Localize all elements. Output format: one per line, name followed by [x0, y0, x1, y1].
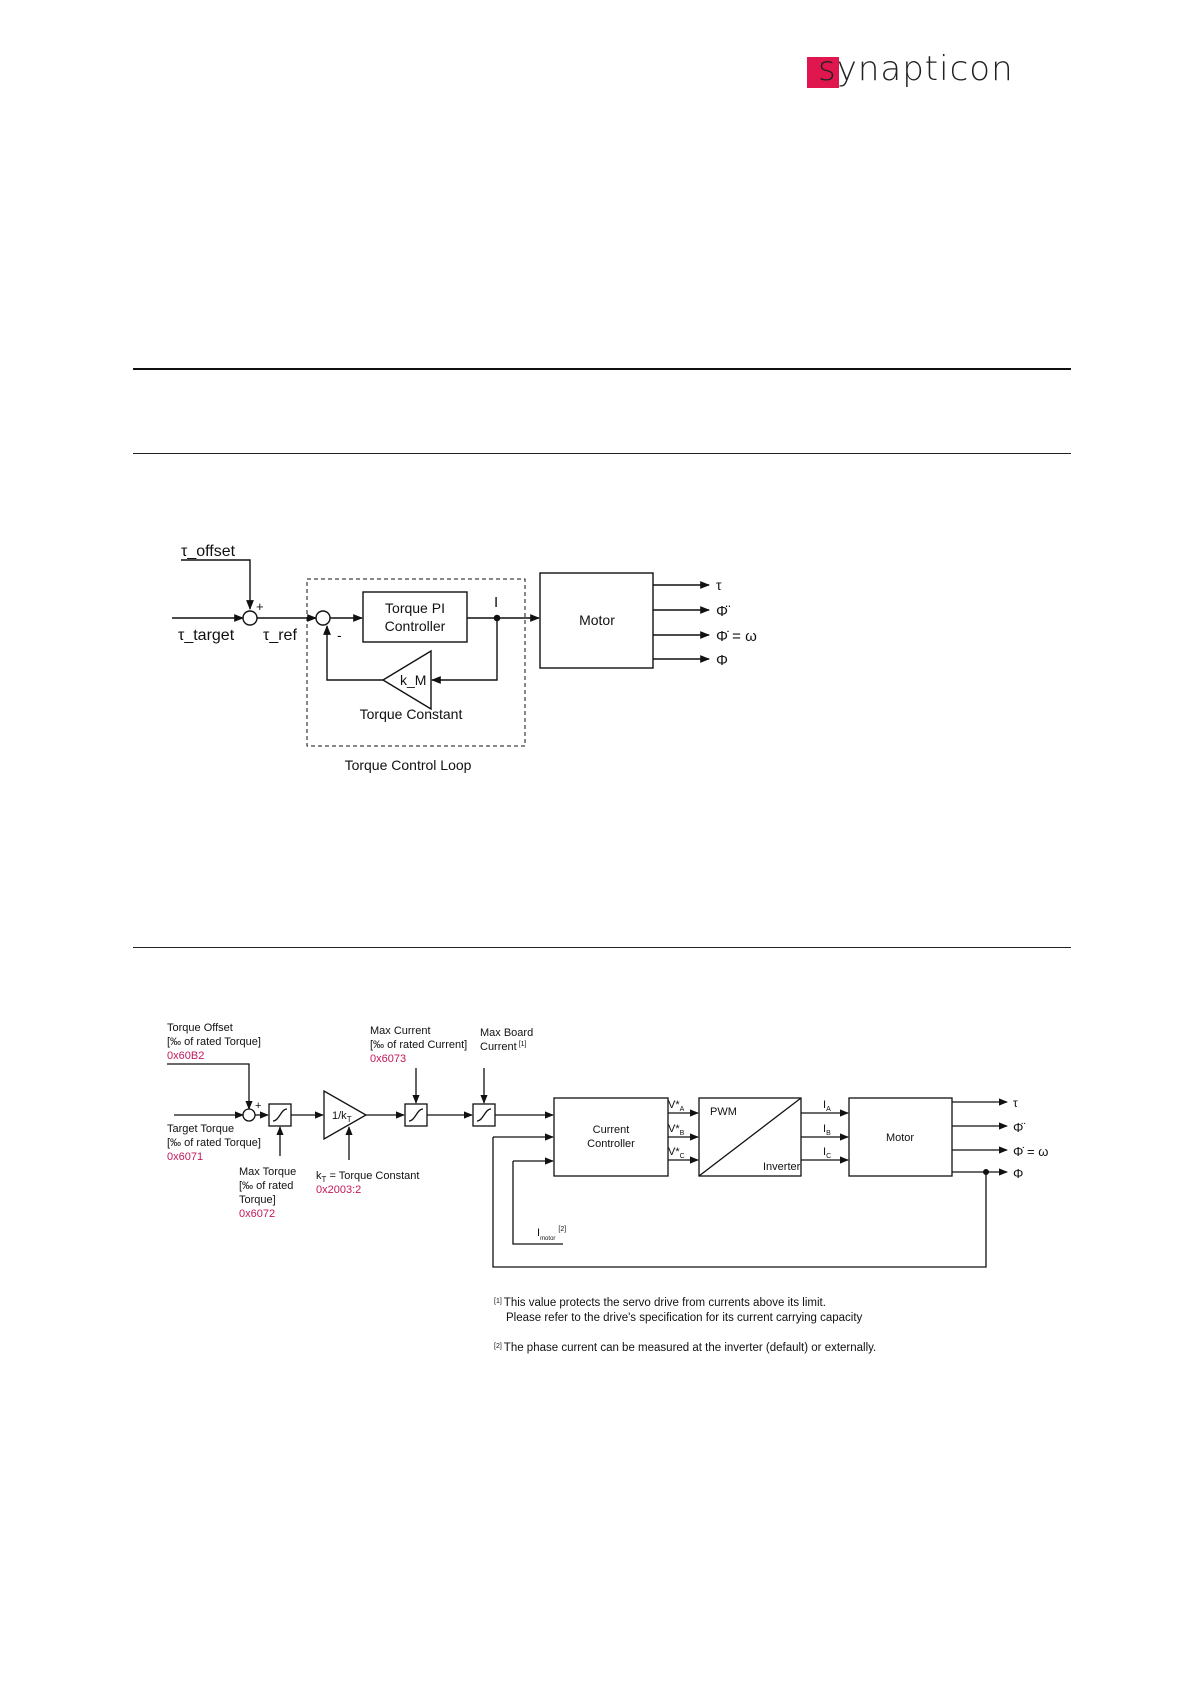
imotor-wire [512, 1161, 563, 1245]
diagram1-labels: τ_offset τ_target τ_ref + - Torque PI Co… [178, 543, 757, 773]
summing-junction-2 [315, 610, 331, 626]
section-rule-1 [133, 368, 1071, 370]
output-pos-label: Φ [716, 652, 728, 669]
limiter-curve-2 [408, 1108, 424, 1122]
current-controller-block [553, 1097, 669, 1177]
logo-mark [807, 57, 839, 88]
max-board-l2: Current[1] [480, 1041, 527, 1053]
current-label: I [494, 594, 498, 611]
tau-target-label: τ_target [178, 627, 235, 644]
torque-offset-code: 0x60B2 [167, 1050, 204, 1062]
footnote-1-line1: [1]This value protects the servo drive f… [494, 1297, 826, 1309]
max-torque-l1: Max Torque [239, 1166, 296, 1178]
output-speed-label: Φ̇ = ω [716, 628, 757, 645]
section-rule-3 [133, 947, 1071, 948]
target-torque-l1: Target Torque [167, 1123, 234, 1135]
feedback-wire-1 [431, 618, 498, 684]
output2-accel-label: Φ̈ [1013, 1120, 1025, 1135]
torque-pi-controller-block [362, 591, 468, 643]
limiter-curve-3 [476, 1108, 492, 1122]
summing-junction-3 [242, 1108, 256, 1122]
tau-ref-label: τ_ref [263, 627, 297, 644]
output-accel-label: Φ̈ [716, 603, 731, 620]
output2-speed-label: Φ̇ = ω [1013, 1144, 1048, 1159]
summing-junction-1 [242, 610, 258, 626]
pi-controller-line1: Torque PI [385, 600, 445, 616]
torque-control-loop-boundary [306, 578, 526, 747]
footnote-1-line2: Please refer to the drive's specificatio… [506, 1312, 863, 1324]
inverter-label: Inverter [763, 1161, 801, 1173]
kt-label: kT = Torque Constant [316, 1170, 419, 1184]
torque-control-loop-diagram [172, 559, 710, 747]
motor-label-1: Motor [579, 612, 615, 628]
footnote-2: [2]The phase current can be measured at … [494, 1342, 876, 1354]
footnotes: [1]This value protects the servo drive f… [494, 1297, 876, 1354]
logo-wordmark: synapticon [818, 49, 1014, 89]
max-torque-l2: [‰ of rated [239, 1180, 293, 1192]
junction-dot-2 [982, 1168, 990, 1176]
km-label: k_M [400, 672, 426, 688]
motor-label-2: Motor [886, 1132, 914, 1144]
torque-constant-label: Torque Constant [360, 706, 463, 722]
current-control-diagram [167, 1063, 1008, 1268]
km-gain-triangle [381, 649, 432, 711]
limiter-curve-1 [272, 1108, 288, 1122]
motor-block-1 [539, 572, 654, 669]
vc-label: V*C [668, 1146, 685, 1160]
position-feedback-wire [492, 1137, 987, 1268]
feedback-wire-2 [323, 625, 383, 681]
pi-controller-line2: Controller [385, 618, 446, 634]
minus-sign: - [337, 627, 342, 643]
max-torque-l3: Torque] [239, 1194, 276, 1206]
vb-label: V*B [668, 1123, 685, 1137]
torque-control-loop-label: Torque Control Loop [345, 757, 472, 773]
ib-label: IB [823, 1123, 831, 1137]
imotor-label: Imotor[2] [537, 1226, 566, 1242]
diagram2-labels: Torque Offset [‰ of rated Torque] 0x60B2… [167, 1022, 1048, 1242]
pwm-inverter-diagonal [698, 1097, 802, 1177]
output2-torque-label: τ [1013, 1096, 1018, 1110]
ic-label: IC [823, 1146, 831, 1160]
pwm-label: PWM [710, 1106, 737, 1118]
va-label: V*A [668, 1099, 685, 1113]
kt-code: 0x2003:2 [316, 1184, 361, 1196]
output-torque-label: τ [716, 577, 722, 593]
output2-pos-label: Φ [1013, 1166, 1023, 1181]
max-current-l2: [‰ of rated Current] [370, 1039, 467, 1051]
torque-offset-l1: Torque Offset [167, 1022, 233, 1034]
plus-sign-2: + [255, 1100, 261, 1112]
offset-wire [181, 559, 254, 610]
gain-label: 1/kT [332, 1110, 352, 1124]
motor-block-2 [848, 1097, 953, 1177]
current-controller-l2: Controller [587, 1138, 635, 1150]
max-current-code: 0x6073 [370, 1053, 406, 1065]
ia-label: IA [823, 1099, 831, 1113]
offset-wire-2 [167, 1063, 253, 1110]
current-controller-l1: Current [593, 1124, 630, 1136]
plus-sign: + [256, 599, 264, 614]
target-torque-l2: [‰ of rated Torque] [167, 1137, 261, 1149]
tau-offset-label: τ_offset [181, 543, 236, 560]
gain-triangle [323, 1089, 368, 1141]
max-current-l1: Max Current [370, 1025, 431, 1037]
section-rule-2 [133, 453, 1071, 454]
torque-offset-l2: [‰ of rated Torque] [167, 1036, 261, 1048]
max-torque-code: 0x6072 [239, 1208, 275, 1220]
max-board-l1: Max Board [480, 1027, 533, 1039]
target-torque-code: 0x6071 [167, 1151, 203, 1163]
